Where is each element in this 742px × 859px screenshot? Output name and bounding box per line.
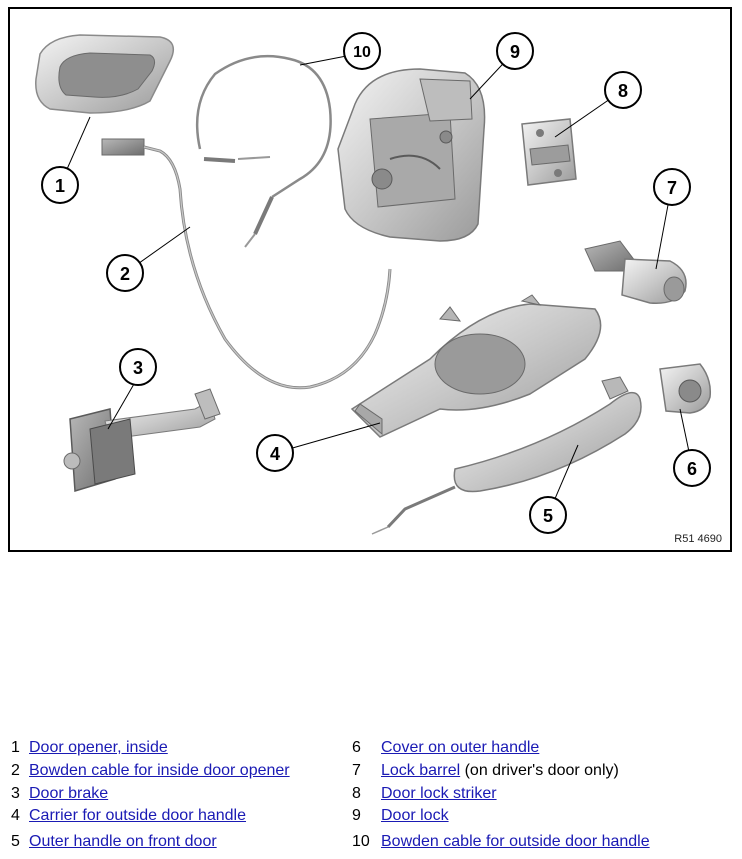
svg-text:9: 9 bbox=[510, 42, 520, 62]
link-cover-outer-handle[interactable]: Cover on outer handle bbox=[381, 739, 540, 756]
legend-number: 4 bbox=[11, 807, 20, 824]
callout-9: 9 bbox=[496, 32, 534, 70]
legend-number: 2 bbox=[11, 762, 20, 779]
callout-8: 8 bbox=[604, 71, 642, 109]
legend-item-9: 9 Door lock bbox=[352, 807, 449, 825]
legend-number: 10 bbox=[352, 833, 370, 850]
svg-text:8: 8 bbox=[618, 81, 628, 101]
legend-number: 7 bbox=[352, 762, 361, 779]
svg-text:7: 7 bbox=[667, 178, 677, 198]
legend-item-5: 5 Outer handle on front door bbox=[11, 833, 217, 851]
legend-item-10: 10 Bowden cable for outside door handle bbox=[352, 833, 650, 851]
part-carrier-outside-handle bbox=[350, 294, 602, 438]
svg-text:4: 4 bbox=[270, 444, 280, 464]
part-door-brake bbox=[63, 388, 221, 492]
link-door-lock-striker[interactable]: Door lock striker bbox=[381, 785, 497, 802]
part-door-lock-striker bbox=[521, 118, 577, 186]
legend-number: 6 bbox=[352, 739, 361, 756]
exploded-parts-diagram: 1 2 3 4 5 6 7 8 bbox=[8, 7, 732, 552]
part-bowden-cable-inside bbox=[101, 138, 392, 390]
callout-4: 4 bbox=[256, 434, 294, 472]
legend-number: 5 bbox=[11, 833, 20, 850]
legend-item-8: 8 Door lock striker bbox=[352, 785, 497, 803]
legend-item-2: 2 Bowden cable for inside door opener bbox=[11, 762, 290, 780]
link-outer-handle-front-door[interactable]: Outer handle on front door bbox=[29, 833, 217, 850]
legend-number: 8 bbox=[352, 785, 361, 802]
part-lock-barrel bbox=[584, 240, 687, 304]
link-lock-barrel[interactable]: Lock barrel bbox=[381, 762, 461, 779]
callout-2: 2 bbox=[106, 254, 144, 292]
svg-text:3: 3 bbox=[133, 358, 143, 378]
legend-item-7: 7 Lock barrel (on driver's door only) bbox=[352, 762, 619, 780]
svg-text:6: 6 bbox=[687, 459, 697, 479]
part-bowden-cable-outside bbox=[195, 54, 332, 248]
legend-item-3: 3 Door brake bbox=[11, 785, 108, 803]
part-door-opener-inside bbox=[35, 34, 175, 114]
link-door-brake[interactable]: Door brake bbox=[29, 785, 109, 802]
callout-1: 1 bbox=[41, 166, 79, 204]
svg-text:10: 10 bbox=[353, 44, 371, 61]
callout-10: 10 bbox=[343, 32, 381, 70]
part-outer-handle-front-door bbox=[371, 376, 642, 535]
callout-7: 7 bbox=[653, 168, 691, 206]
figure-code: R51 4690 bbox=[674, 533, 722, 545]
legend-item-4: 4 Carrier for outside door handle bbox=[11, 807, 246, 825]
link-carrier-outside-handle[interactable]: Carrier for outside door handle bbox=[29, 807, 247, 824]
link-door-lock[interactable]: Door lock bbox=[381, 807, 449, 824]
svg-text:5: 5 bbox=[543, 506, 553, 526]
legend-number: 1 bbox=[11, 739, 20, 756]
legend-number: 3 bbox=[11, 785, 20, 802]
callout-6: 6 bbox=[673, 449, 711, 487]
callout-3: 3 bbox=[119, 348, 157, 386]
legend-number: 9 bbox=[352, 807, 361, 824]
lock-barrel-note: (on driver's door only) bbox=[460, 762, 619, 779]
link-bowden-cable-inside[interactable]: Bowden cable for inside door opener bbox=[29, 762, 290, 779]
callout-5: 5 bbox=[529, 496, 567, 534]
part-cover-outer-handle bbox=[659, 363, 712, 414]
part-door-lock bbox=[337, 68, 486, 242]
svg-text:1: 1 bbox=[55, 176, 65, 196]
link-door-opener-inside[interactable]: Door opener, inside bbox=[29, 739, 168, 756]
link-bowden-cable-outside[interactable]: Bowden cable for outside door handle bbox=[381, 833, 650, 850]
legend-item-6: 6 Cover on outer handle bbox=[352, 739, 539, 757]
svg-text:2: 2 bbox=[120, 264, 130, 284]
parts-illustration: 1 2 3 4 5 6 7 8 bbox=[35, 32, 712, 535]
legend-item-1: 1 Door opener, inside bbox=[11, 739, 168, 757]
